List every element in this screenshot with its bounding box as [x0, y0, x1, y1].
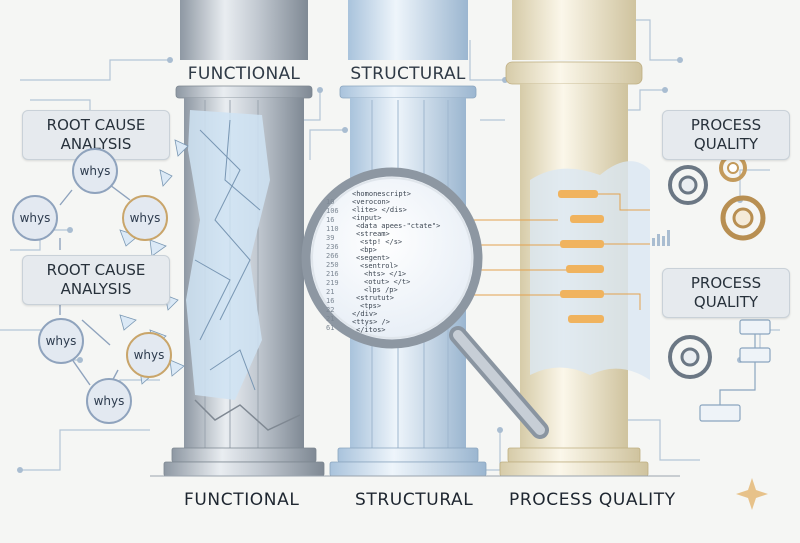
structural-header: STRUCTURAL — [350, 64, 466, 84]
code-line: <lps /p> — [364, 286, 398, 294]
functional-header: FUNCTIONAL — [187, 64, 301, 84]
code-line: <hts> </1> — [364, 270, 407, 278]
code-line-number: 236 — [326, 243, 339, 251]
code-line: <lite> </dis> — [352, 206, 407, 214]
code-line-number: 21 — [326, 315, 335, 323]
process-bars — [558, 190, 604, 323]
code-line: <data apees-"ctate"> — [356, 222, 441, 230]
whys-node: whys — [38, 318, 84, 364]
code-line-number: 219 — [326, 279, 339, 287]
code-line-number: 16 — [326, 297, 335, 305]
code-line-number: 39 — [326, 234, 335, 242]
sparkle-icon — [736, 478, 768, 510]
code-line: <verocon> — [352, 198, 390, 206]
flow-boxes — [699, 319, 771, 422]
magnifying-glass — [301, 167, 549, 439]
whys-node: whys — [122, 195, 168, 241]
whys-node: whys — [12, 195, 58, 241]
code-line: <strutut> — [356, 294, 394, 302]
whys-node: whys — [126, 332, 172, 378]
process-quality-footer: PROCESS QUALITY — [509, 490, 676, 510]
code-line: <tps> — [360, 302, 382, 310]
whys-node: whys — [86, 378, 132, 424]
code-line: <stream> — [356, 230, 390, 238]
code-line: <ttys> /> — [352, 318, 390, 326]
structural-footer: STRUCTURAL — [355, 490, 474, 510]
functional-footer: FUNCTIONAL — [184, 490, 300, 510]
code-line-number: 106 — [326, 207, 339, 215]
code-line-number: 16 — [326, 216, 335, 224]
root-cause-analysis-box-middle: ROOT CAUSE ANALYSIS — [22, 255, 170, 305]
code-line: </itos> — [356, 326, 386, 334]
code-line: <sentrol> — [360, 262, 398, 270]
code-line: <segent> — [356, 254, 390, 262]
code-line-number: 22 — [326, 306, 335, 314]
code-line: <bp> — [360, 246, 377, 254]
code-line-number: 10 — [326, 198, 335, 206]
code-line: <stp! </s> — [360, 238, 403, 246]
code-line-number: 21 — [326, 288, 335, 296]
code-line-number: 216 — [326, 270, 339, 278]
functional-pillar — [104, 0, 325, 477]
process-quality-box-middle: PROCESS QUALITY — [662, 268, 790, 318]
code-line: </div> — [352, 310, 378, 318]
process-quality-pillar — [470, 0, 650, 477]
code-line-number: 110 — [326, 225, 339, 233]
code-line-number: 250 — [326, 261, 339, 269]
gear-cluster — [668, 154, 766, 379]
mini-bar-chart — [652, 230, 670, 246]
code-line: <input> — [352, 214, 382, 222]
process-quality-box-top: PROCESS QUALITY — [662, 110, 790, 160]
whys-node: whys — [72, 148, 118, 194]
code-line-number: 266 — [326, 252, 339, 260]
code-line: <homonescript> — [352, 190, 412, 198]
code-line-number: 61 — [326, 324, 335, 332]
code-line: <otut> </t> — [364, 278, 411, 286]
